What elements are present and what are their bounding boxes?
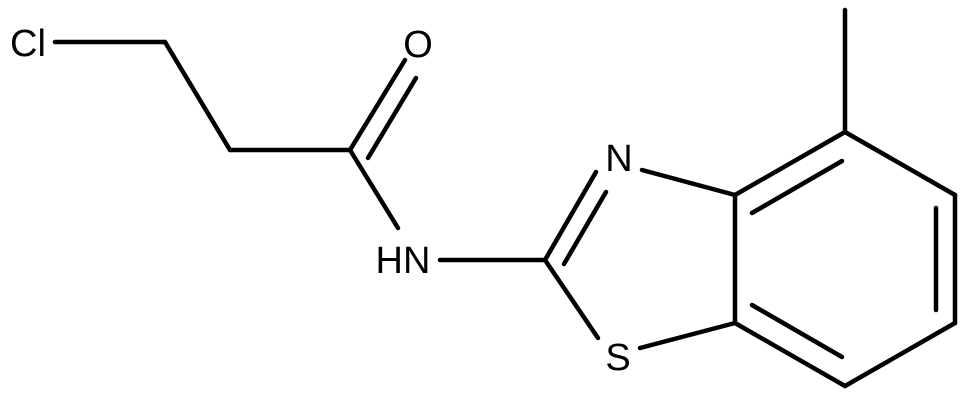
bond-c2-n3-1 [542, 169, 599, 263]
bond-c6-c7 [842, 320, 958, 389]
bonds [52, 7, 958, 389]
bond-carbonyl-oxygen-2 [365, 75, 419, 161]
chlorine-label: Cl [10, 23, 46, 65]
bond-ch2-ch2 [162, 39, 233, 153]
carbonyl-oxygen-label: O [403, 24, 433, 66]
bond-c4-c5 [842, 129, 958, 198]
bond-c7-c7a-2 [749, 302, 845, 360]
thiazole-nitrogen-label: N [605, 138, 632, 180]
bond-n3-c3a [639, 167, 738, 198]
bond-c3a-c4-2 [749, 158, 845, 216]
bond-c7-c7a-1 [732, 320, 848, 389]
bond-c3a-c4-1 [732, 129, 848, 198]
thiazole-sulfur-label: S [605, 337, 630, 379]
bond-c2-s1 [542, 257, 601, 341]
bond-c2-n3-2 [561, 189, 609, 267]
atom-labels: Cl O HN N S [10, 23, 633, 379]
bond-carbonyl-oxygen-1 [347, 57, 408, 153]
bond-s1-c7a [637, 320, 738, 351]
bond-carbonyl-nh [347, 147, 401, 231]
amide-nitrogen-label: HN [376, 240, 431, 282]
